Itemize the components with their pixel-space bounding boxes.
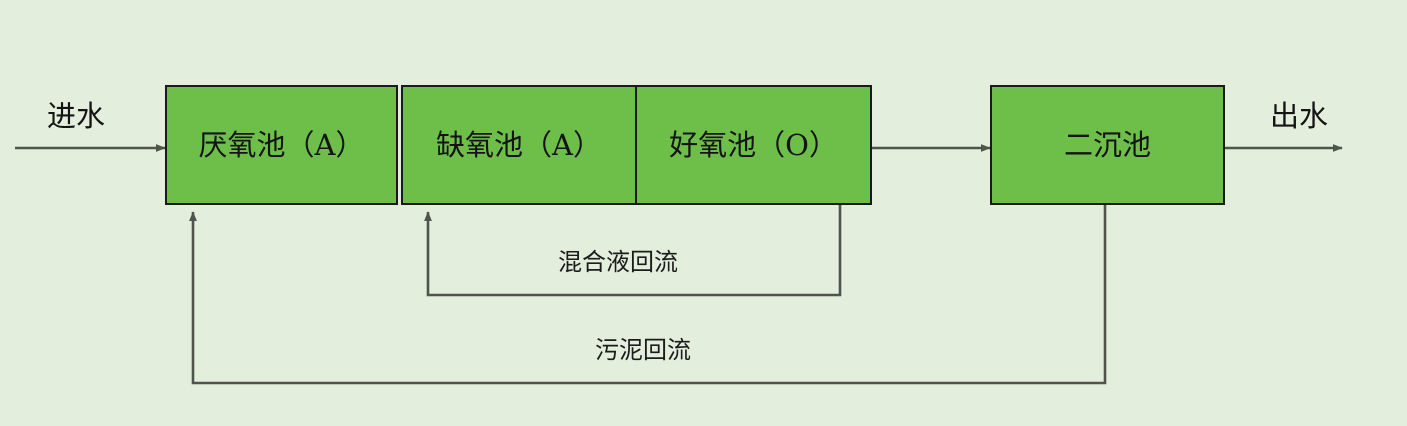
- effluent-label: 出水: [1270, 99, 1329, 133]
- unit-anoxic-basin-label: 缺氧池（A）: [436, 127, 602, 162]
- unit-anaerobic-basin[interactable]: 厌氧池（A）: [165, 85, 398, 205]
- unit-anaerobic-basin-label: 厌氧池（A）: [198, 127, 365, 162]
- sludge-recycle-label: 污泥回流: [585, 338, 701, 362]
- unit-aerobic-basin-label: 好氧池（O）: [669, 127, 838, 162]
- sludge-recycle-line: [189, 205, 1107, 385]
- unit-secondary-clarifier-label: 二沉池: [1063, 127, 1151, 162]
- influent-label: 进水: [47, 99, 106, 133]
- mixed-liquor-recycle-label: 混合液回流: [548, 250, 688, 274]
- unit-secondary-clarifier[interactable]: 二沉池: [990, 85, 1225, 205]
- unit-anoxic-basin[interactable]: 缺氧池（A）: [401, 85, 637, 205]
- mixed-liquor-recycle-line: [424, 205, 842, 297]
- unit-aerobic-basin[interactable]: 好氧池（O）: [635, 85, 872, 205]
